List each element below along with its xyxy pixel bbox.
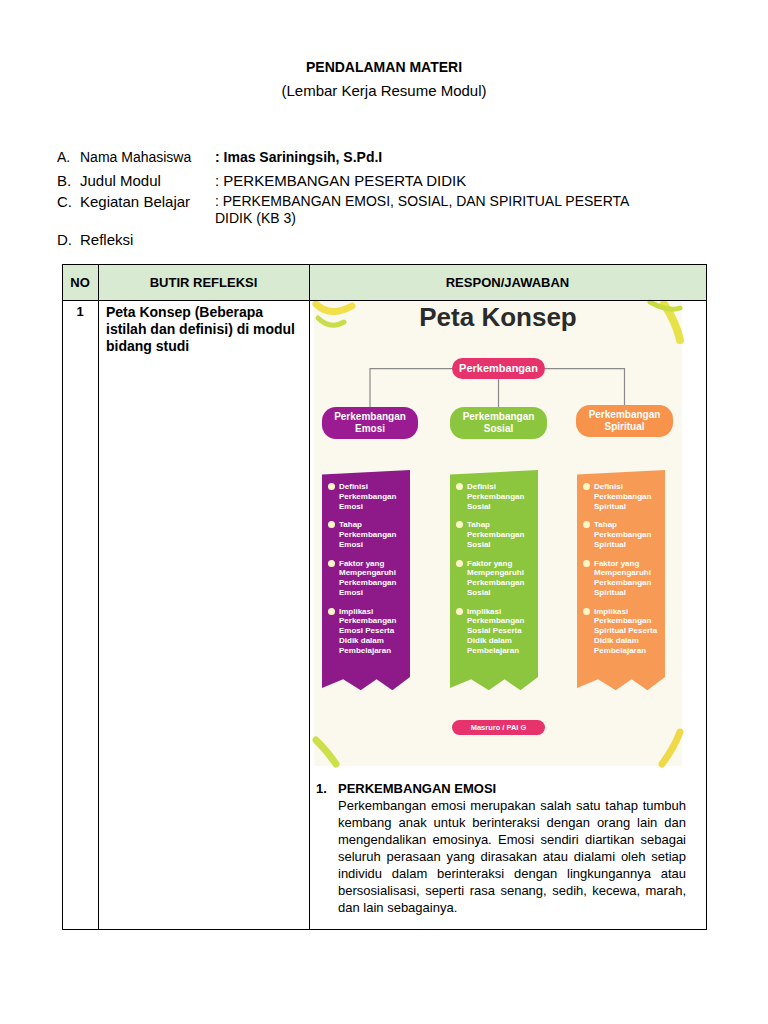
list-letter: A.	[57, 149, 70, 166]
banner-text: Faktor yang Mempengaruhi Perkembangan Sp…	[594, 559, 659, 598]
bulb-icon	[328, 560, 335, 567]
node-text: Masruro / PAI G	[458, 723, 539, 732]
banner-item: Faktor yang Mempengaruhi Perkembangan Sp…	[583, 559, 659, 598]
list-number: 1.	[316, 781, 327, 797]
field-value: : PERKEMBANGAN EMOSI, SOSIAL, DAN SPIRIT…	[215, 193, 637, 227]
banner-item: Tahap Perkembangan Sosial	[456, 520, 532, 549]
node-text: Perkembangan Emosi	[328, 411, 412, 435]
table-header-fill	[63, 265, 707, 301]
field-value: : Imas Sariningsih, S.Pd.I	[215, 149, 382, 166]
list-letter: C.	[57, 193, 72, 211]
field-value: : PERKEMBANGAN PESERTA DIDIK	[215, 172, 466, 190]
connector-line	[545, 369, 625, 405]
ribbon-fill	[577, 470, 665, 690]
banner-item: Definisi Perkembangan Emosi	[328, 482, 404, 511]
banner-text: Tahap Perkembangan Spiritual	[594, 520, 659, 549]
banner-item: Implikasi Perkembangan Spiritual Peserta…	[583, 607, 659, 656]
author-tag: Masruro / PAI G	[452, 720, 545, 735]
banner-item: Definisi Perkembangan Spiritual	[583, 482, 659, 511]
banner-text: Definisi Perkembangan Sosial	[467, 482, 532, 511]
field-name: Nama Mahasiswa	[80, 149, 191, 166]
bulb-icon	[583, 521, 590, 528]
topic-banner: Definisi Perkembangan SpiritualTahap Per…	[577, 470, 665, 690]
bulb-icon	[456, 560, 463, 567]
node-text: Perkembangan	[458, 362, 539, 375]
banner-text: Implikasi Perkembangan Sosial Peserta Di…	[467, 607, 532, 656]
branch-pill: Perkembangan Sosial	[450, 407, 547, 439]
ribbon-fill	[450, 470, 538, 690]
concept-map-ground	[314, 300, 682, 766]
topic-banner: Definisi Perkembangan EmosiTahap Perkemb…	[322, 470, 410, 690]
bulb-icon	[328, 483, 335, 490]
bulb-icon	[328, 608, 335, 615]
bulb-icon	[583, 560, 590, 567]
connector-line	[498, 379, 499, 407]
section-heading: PERKEMBANGAN EMOSI	[338, 781, 496, 797]
branch-pill: Perkembangan Spiritual	[576, 405, 673, 437]
node-text: Perkembangan Sosial	[456, 411, 541, 435]
topic-banner: Definisi Perkembangan SosialTahap Perkem…	[450, 470, 538, 690]
ribbon-fill	[322, 470, 410, 690]
table-grid	[63, 265, 707, 930]
page-title: PENDALAMAN MATERI	[200, 59, 568, 76]
bulb-icon	[583, 483, 590, 490]
field-name: Kegiatan Belajar	[80, 193, 190, 211]
banner-text: Faktor yang Mempengaruhi Perkembangan Em…	[339, 559, 404, 598]
bulb-icon	[456, 521, 463, 528]
list-letter: D.	[57, 231, 72, 249]
brush-strokes	[316, 302, 680, 764]
table-header: BUTIR REFLEKSI	[98, 275, 309, 291]
banner-text: Definisi Perkembangan Spiritual	[594, 482, 659, 511]
table-header: RESPON/JAWABAN	[309, 275, 706, 291]
banner-text: Implikasi Perkembangan Spiritual Peserta…	[594, 607, 659, 656]
banner-item: Faktor yang Mempengaruhi Perkembangan Em…	[328, 559, 404, 598]
connector-line	[370, 369, 452, 407]
branch-pill: Perkembangan Emosi	[322, 407, 418, 439]
banner-text: Implikasi Perkembangan Emosi Peserta Did…	[339, 607, 404, 656]
banner-text: Faktor yang Mempengaruhi Perkembangan So…	[467, 559, 532, 598]
root-pill: Perkembangan	[452, 358, 545, 379]
banner-item: Tahap Perkembangan Emosi	[328, 520, 404, 549]
map-title: Peta Konsep	[314, 302, 682, 333]
table-cell: Peta Konsep (Beberapa istilah dan defini…	[106, 304, 302, 355]
table-header: NO	[62, 275, 98, 291]
banner-item: Tahap Perkembangan Spiritual	[583, 520, 659, 549]
bulb-icon	[583, 608, 590, 615]
field-name: Refleksi	[80, 231, 133, 249]
field-name: Judul Modul	[80, 172, 161, 190]
bulb-icon	[328, 521, 335, 528]
banner-text: Definisi Perkembangan Emosi	[339, 482, 404, 511]
banner-text: Tahap Perkembangan Sosial	[467, 520, 532, 549]
bulb-icon	[456, 608, 463, 615]
banner-item: Faktor yang Mempengaruhi Perkembangan So…	[456, 559, 532, 598]
banner-item: Implikasi Perkembangan Sosial Peserta Di…	[456, 607, 532, 656]
node-text: Perkembangan Spiritual	[582, 409, 667, 433]
banner-item: Implikasi Perkembangan Emosi Peserta Did…	[328, 607, 404, 656]
banner-text: Tahap Perkembangan Emosi	[339, 520, 404, 549]
subtitle: (Lembar Kerja Resume Modul)	[200, 82, 568, 100]
paragraph: Perkembangan emosi merupakan salah satu …	[338, 797, 686, 916]
banner-item: Definisi Perkembangan Sosial	[456, 482, 532, 511]
table-cell: 1	[62, 304, 98, 320]
list-letter: B.	[57, 172, 71, 190]
bulb-icon	[456, 483, 463, 490]
